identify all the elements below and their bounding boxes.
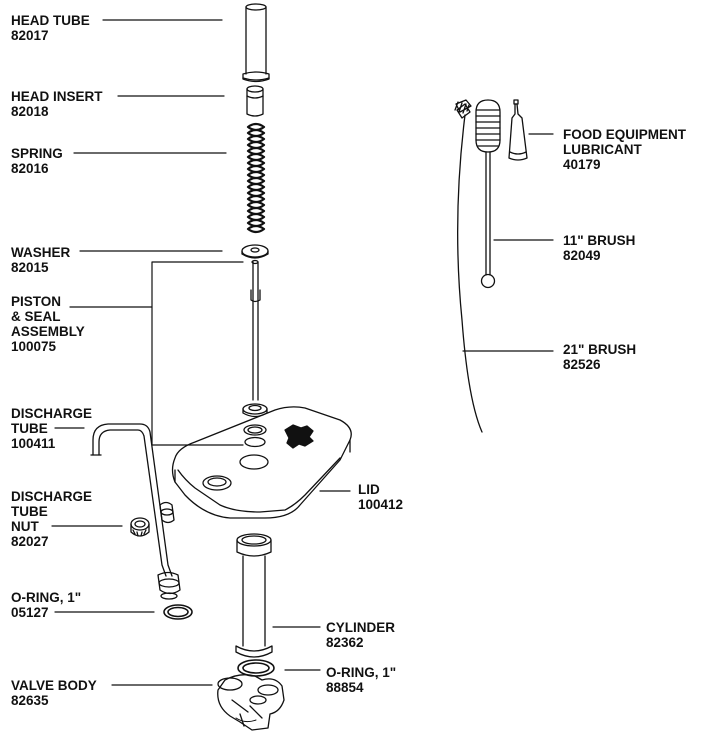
piston-rod-part (242, 259, 268, 418)
head-insert-name: HEAD INSERT (11, 89, 103, 104)
label-valve-body: VALVE BODY 82635 (11, 678, 97, 708)
discharge-tube-name-line-2: TUBE (11, 421, 48, 436)
discharge-tube-name-line-1: DISCHARGE (11, 406, 93, 421)
brush-11-part (475, 99, 501, 289)
discharge-nut-name-line-3: NUT (11, 519, 39, 534)
lid-number: 100412 (358, 497, 404, 512)
cylinder-number: 82362 (326, 635, 364, 650)
lubricant-name-line-2: LUBRICANT (563, 142, 642, 157)
brush-21-part (454, 99, 483, 433)
brush-11-number: 82049 (563, 248, 601, 263)
label-cylinder: CYLINDER 82362 (326, 620, 395, 650)
head-insert-part (246, 85, 264, 117)
piston-seal-rings (243, 424, 267, 448)
cylinder-name: CYLINDER (326, 620, 396, 635)
label-brush-21: 21" BRUSH 82526 (563, 342, 636, 372)
discharge-nut-number: 82027 (11, 534, 49, 549)
label-o-ring-right: O-RING, 1" 88854 (326, 665, 396, 695)
o-ring-right-name: O-RING, 1" (326, 665, 397, 680)
lubricant-tube-part (508, 99, 528, 161)
lubricant-number: 40179 (563, 157, 601, 172)
spring-part (246, 122, 266, 234)
label-lubricant: FOOD EQUIPMENT LUBRICANT 40179 (563, 127, 686, 172)
discharge-nut-part (130, 517, 150, 537)
spring-number: 82016 (11, 161, 49, 176)
valve-body-part (217, 674, 285, 731)
head-tube-number: 82017 (11, 28, 49, 43)
brush-21-name: 21" BRUSH (563, 342, 637, 357)
o-ring-left-part (163, 604, 193, 620)
piston-name-line-2: & SEAL (11, 309, 61, 324)
washer-name: WASHER (11, 245, 71, 260)
label-o-ring-left: O-RING, 1" 05127 (11, 590, 81, 620)
lubricant-name-line-1: FOOD EQUIPMENT (563, 127, 687, 142)
discharge-nut-name-line-2: TUBE (11, 504, 48, 519)
lid-part (171, 406, 352, 519)
piston-number: 100075 (11, 339, 57, 354)
discharge-tube-number: 100411 (11, 436, 56, 451)
spring-name: SPRING (11, 146, 63, 161)
washer-number: 82015 (11, 260, 49, 275)
label-discharge-tube: DISCHARGE TUBE 100411 (11, 406, 92, 451)
cylinder-part (235, 533, 273, 658)
brush-21-number: 82526 (563, 357, 601, 372)
label-piston: PISTON & SEAL ASSEMBLY 100075 (11, 294, 85, 354)
leader-lines (51, 19, 554, 686)
label-head-insert: HEAD INSERT 82018 (11, 89, 103, 119)
o-ring-left-name: O-RING, 1" (11, 590, 82, 605)
label-washer: WASHER 82015 (11, 245, 70, 275)
label-spring: SPRING 82016 (11, 146, 63, 176)
piston-name-line-1: PISTON (11, 294, 62, 309)
head-insert-number: 82018 (11, 104, 49, 119)
label-discharge-tube-nut: DISCHARGE TUBE NUT 82027 (11, 489, 92, 549)
lid-name: LID (358, 482, 380, 497)
label-lid: LID 100412 (358, 482, 403, 512)
valve-body-number: 82635 (11, 693, 49, 708)
piston-name-line-3: ASSEMBLY (11, 324, 85, 339)
valve-body-name: VALVE BODY (11, 678, 97, 693)
head-tube-part (242, 3, 270, 83)
o-ring-right-part (237, 659, 275, 677)
o-ring-left-number: 05127 (11, 605, 49, 620)
discharge-nut-name-line-1: DISCHARGE (11, 489, 93, 504)
label-brush-11: 11" BRUSH 82049 (563, 233, 635, 263)
label-head-tube: HEAD TUBE 82017 (11, 13, 90, 43)
head-tube-name: HEAD TUBE (11, 13, 90, 28)
brush-11-name: 11" BRUSH (563, 233, 636, 248)
o-ring-right-number: 88854 (326, 680, 364, 695)
washer-part (241, 244, 269, 259)
discharge-tube-part (90, 423, 181, 600)
